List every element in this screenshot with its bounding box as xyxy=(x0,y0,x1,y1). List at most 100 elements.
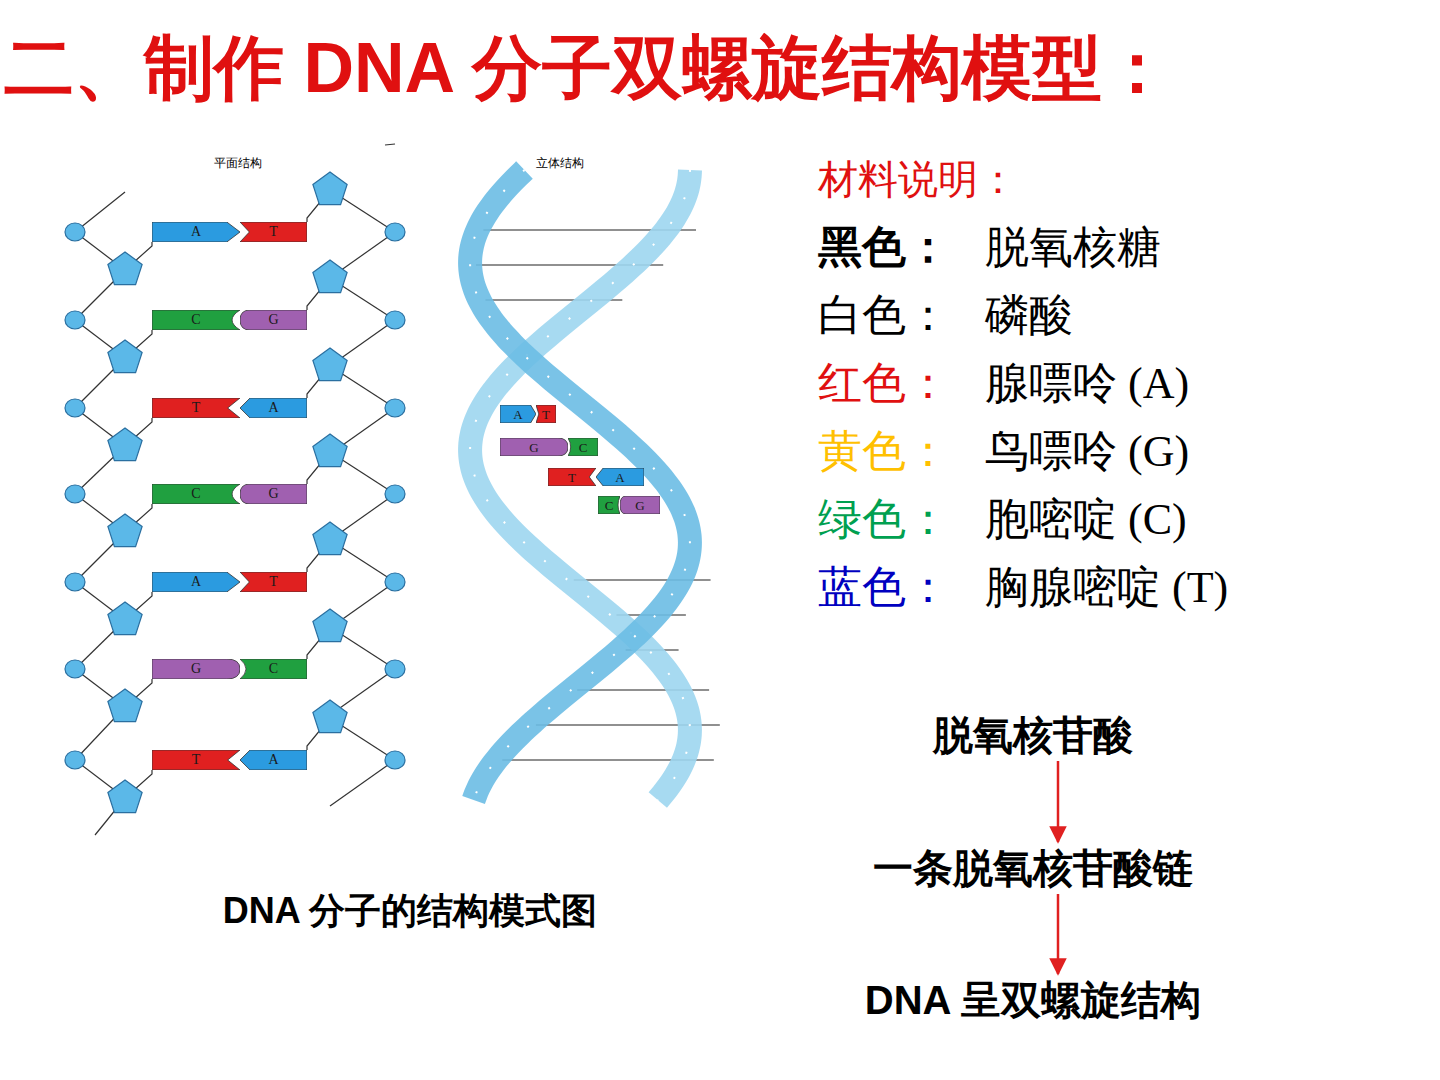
base-block: A xyxy=(240,750,307,770)
base-letter: A xyxy=(615,471,624,484)
base-block: C xyxy=(152,310,240,330)
base-letter: A xyxy=(513,408,522,421)
phosphate-circle xyxy=(385,660,405,678)
legend-text: 磷酸 xyxy=(985,286,1073,345)
legend-text: 绿色： xyxy=(818,490,950,549)
base-block: C xyxy=(568,438,598,456)
legend-text: 白色： xyxy=(818,286,950,345)
deoxyribose-pentagon xyxy=(108,780,142,813)
base-letter: G xyxy=(529,441,538,454)
base-letter: C xyxy=(605,499,614,512)
phosphate-circle xyxy=(385,399,405,417)
flow-arrow xyxy=(1057,894,1060,974)
deoxyribose-pentagon xyxy=(313,522,347,555)
base-letter: T xyxy=(269,225,278,239)
deoxyribose-pentagon xyxy=(108,689,142,722)
phosphate-circle xyxy=(65,660,85,678)
legend-text: 胞嘧啶 (C) xyxy=(985,490,1187,549)
base-block: T xyxy=(240,222,307,242)
caption: DNA 分子的结构模式图 xyxy=(175,888,645,935)
base-block: A xyxy=(500,405,536,423)
base-letter: T xyxy=(192,401,201,415)
deoxyribose-pentagon xyxy=(108,602,142,635)
base-letter: G xyxy=(268,313,278,327)
step-text: DNA 呈双螺旋结构 xyxy=(865,978,1201,1022)
base-block: G xyxy=(240,310,307,330)
helix-dots xyxy=(470,170,690,800)
base-block: G xyxy=(500,438,568,456)
deoxyribose-pentagon xyxy=(108,428,142,461)
title: 二、制作 DNA 分子双螺旋结构模型： xyxy=(4,22,1172,116)
deoxyribose-pentagon xyxy=(108,252,142,285)
base-block: C xyxy=(152,484,240,504)
base-letter: C xyxy=(579,441,588,454)
base-block: A xyxy=(152,222,240,242)
bond-line xyxy=(330,760,395,806)
phosphate-circle xyxy=(385,223,405,241)
legend-text: 脱氧核糖 xyxy=(985,218,1161,277)
base-letter: A xyxy=(268,753,278,767)
phosphate-circle xyxy=(65,485,85,503)
helix-ribbon xyxy=(470,170,690,800)
deoxyribose-pentagon xyxy=(313,700,347,733)
phosphate-circle xyxy=(385,573,405,591)
deoxyribose-pentagon xyxy=(108,340,142,373)
deoxyribose-pentagon xyxy=(313,434,347,467)
helix-ribbon xyxy=(470,170,690,800)
base-block: A xyxy=(152,572,240,592)
deoxyribose-pentagon xyxy=(313,609,347,642)
base-block: G xyxy=(152,659,240,679)
view-label: 立体结构 xyxy=(536,155,584,172)
phosphate-circle xyxy=(385,485,405,503)
base-letter: C xyxy=(191,487,200,501)
legend-text: 黄色： xyxy=(818,422,950,481)
flow-step: 脱氧核苷酸 xyxy=(927,711,1139,759)
flow-step: DNA 呈双螺旋结构 xyxy=(859,976,1207,1024)
phosphate-circle xyxy=(385,751,405,769)
base-block: T xyxy=(240,572,307,592)
base-letter: A xyxy=(191,225,201,239)
base-letter: A xyxy=(268,401,278,415)
base-letter: G xyxy=(268,487,278,501)
base-letter: G xyxy=(635,499,644,512)
step-text: 脱氧核苷酸 xyxy=(933,713,1133,757)
planar-structure xyxy=(65,144,405,835)
legend-text: 蓝色： xyxy=(818,558,950,617)
deoxyribose-pentagon xyxy=(313,348,347,381)
step-text: 一条脱氧核苷酸链 xyxy=(873,846,1193,890)
flow-arrow xyxy=(1057,761,1060,842)
base-block: G xyxy=(620,496,660,514)
phosphate-circle xyxy=(65,751,85,769)
base-letter: A xyxy=(191,575,201,589)
base-letter: C xyxy=(191,313,200,327)
phosphate-circle xyxy=(65,573,85,591)
base-letter: G xyxy=(191,662,201,676)
legend-text: 黑色： xyxy=(818,218,950,277)
base-letter: T xyxy=(542,408,550,421)
base-block: T xyxy=(152,750,240,770)
base-letter: T xyxy=(192,753,201,767)
double-helix xyxy=(470,170,720,800)
deoxyribose-pentagon xyxy=(313,172,347,205)
deoxyribose-pentagon xyxy=(313,260,347,293)
phosphate-circle xyxy=(65,223,85,241)
phosphate-circle xyxy=(65,311,85,329)
deoxyribose-pentagon xyxy=(108,514,142,547)
view-label: 平面结构 xyxy=(214,155,262,172)
base-block: C xyxy=(598,496,620,514)
helix-dots xyxy=(470,170,690,800)
legend-text: 红色： xyxy=(818,354,950,413)
base-block: T xyxy=(152,398,240,418)
base-letter: C xyxy=(269,662,278,676)
legend-text: 腺嘌呤 (A) xyxy=(985,354,1189,413)
legend-text: 鸟嘌呤 (G) xyxy=(985,422,1189,481)
base-block: C xyxy=(240,659,307,679)
base-block: T xyxy=(536,405,556,423)
base-block: T xyxy=(548,468,596,486)
base-block: A xyxy=(596,468,644,486)
base-block: A xyxy=(240,398,307,418)
phosphate-circle xyxy=(65,399,85,417)
flow-step: 一条脱氧核苷酸链 xyxy=(867,844,1199,892)
base-letter: T xyxy=(568,471,576,484)
